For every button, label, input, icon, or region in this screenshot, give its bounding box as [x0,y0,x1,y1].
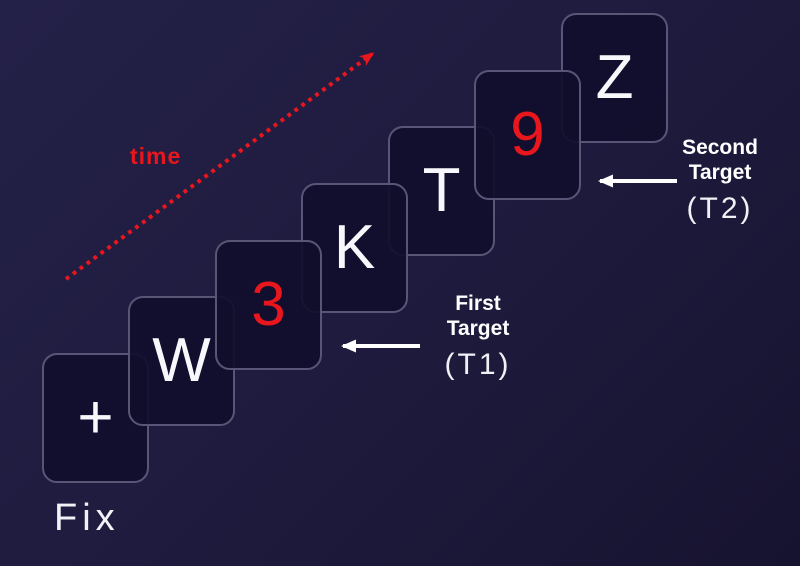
card-k-char: K [333,213,376,282]
card-t-char: T [422,156,461,225]
second-target-tag: (T2) [686,192,754,225]
second-target-label: Second Target (T2) [667,135,773,226]
first-target-label: First Target (T1) [424,291,532,382]
card-t1-target: 3 [215,240,322,370]
first-target-line1: First [455,292,501,315]
card-t2-target: 9 [474,70,581,200]
fixation-label: Fix [54,497,120,539]
time-label: time [130,143,182,169]
card-t2-char: 9 [510,100,545,169]
second-target-line1: Second [682,136,758,159]
first-target-line2: Target [446,317,510,340]
card-w-char: W [152,326,211,395]
card-t1-char: 3 [251,270,286,339]
first-target-tag: (T1) [444,348,512,381]
second-target-line2: Target [688,161,752,184]
card-fixation-char: + [77,383,114,452]
card-z-char: Z [595,43,634,112]
